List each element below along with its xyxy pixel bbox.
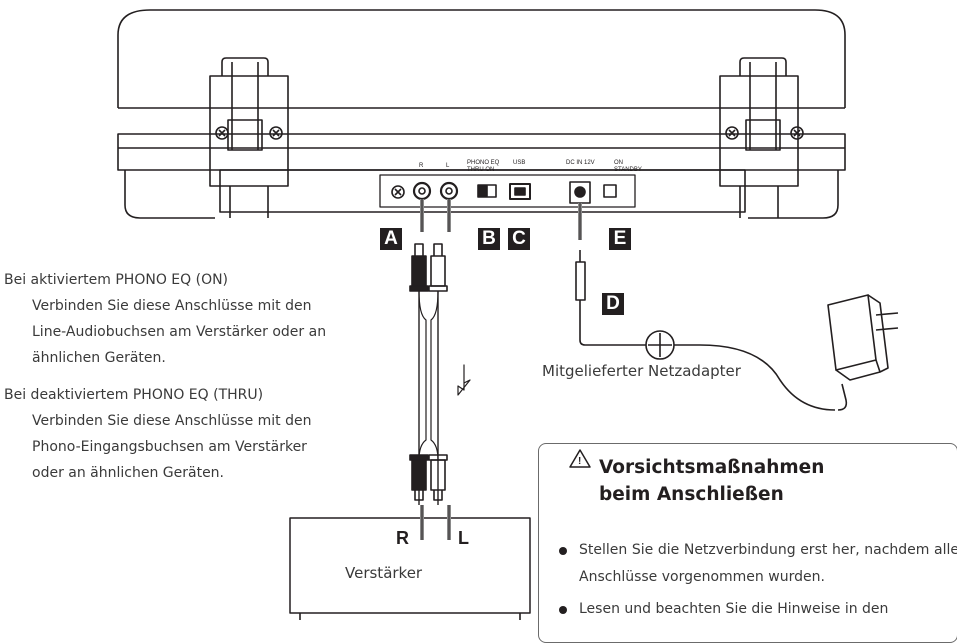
label-c: C — [508, 228, 530, 250]
dc-in-label: DC IN 12V — [566, 160, 595, 166]
phono-on-line-2: Line-Audiobuchsen am Verstärker oder an — [32, 324, 327, 340]
hinge-left — [209, 57, 289, 218]
phono-thru-line-3: oder an ähnlichen Geräten. — [32, 465, 225, 481]
label-d: D — [602, 293, 624, 315]
phono-thru-heading: Bei deaktiviertem PHONO EQ (THRU) — [4, 387, 264, 403]
jack-r-label: R — [419, 163, 424, 169]
phono-thru-line-1: Verbinden Sie diese Anschlüsse mit den — [32, 413, 312, 429]
caution-title: Vorsichtsmaßnahmen beim Anschließen — [599, 457, 825, 505]
connection-diagram: ! — [117, 9, 899, 620]
standby-switch — [603, 184, 617, 198]
usb-label: USB — [513, 160, 526, 166]
jack-r — [412, 181, 432, 201]
phono-on-line-3: ähnlichen Geräten. — [32, 350, 166, 366]
jack-l — [439, 181, 459, 201]
phono-on-heading: Bei aktiviertem PHONO EQ (ON) — [4, 272, 229, 288]
bullet-icon — [559, 547, 567, 555]
phono-eq-options: THRU ON — [467, 167, 495, 173]
caution-box: Vorsichtsmaßnahmen beim Anschließen Stel… — [538, 443, 957, 643]
phono-on-line-1: Verbinden Sie diese Anschlüsse mit den — [32, 298, 312, 314]
standby-label: STANDBY — [614, 167, 642, 173]
rca-plug-top — [409, 243, 448, 292]
on-label: ON — [614, 160, 623, 166]
svg-text:!: ! — [578, 456, 581, 467]
rca-plug-bottom — [409, 454, 448, 501]
bullet-icon — [559, 606, 567, 614]
jack-l-label: L — [446, 163, 450, 169]
amplifier-box — [289, 517, 531, 614]
usb-port — [509, 183, 531, 200]
adapter-label: Mitgelieferter Netzadapter — [542, 362, 741, 380]
label-e: E — [609, 228, 631, 250]
amp-r-label: R — [396, 528, 409, 548]
hinge-right — [719, 57, 804, 218]
phono-thru-line-2: Phono-Eingangsbuchsen am Verstärker — [32, 439, 307, 455]
label-b: B — [478, 228, 500, 250]
phono-eq-switch — [477, 184, 497, 198]
phono-eq-label: PHONO EQ — [467, 160, 500, 166]
warning-triangle — [569, 449, 591, 468]
caution-item-1: Stellen Sie die Netzverbindung erst her,… — [559, 537, 957, 591]
amplifier-label: Verstärker — [345, 564, 423, 582]
caution-item-2: Lesen und beachten Sie die Hinweise in d… — [559, 596, 957, 623]
turntable-lid — [117, 9, 846, 108]
power-adapter — [827, 294, 899, 411]
amp-l-label: L — [458, 528, 469, 548]
label-a: A — [380, 228, 402, 250]
rear-panel — [379, 174, 636, 208]
